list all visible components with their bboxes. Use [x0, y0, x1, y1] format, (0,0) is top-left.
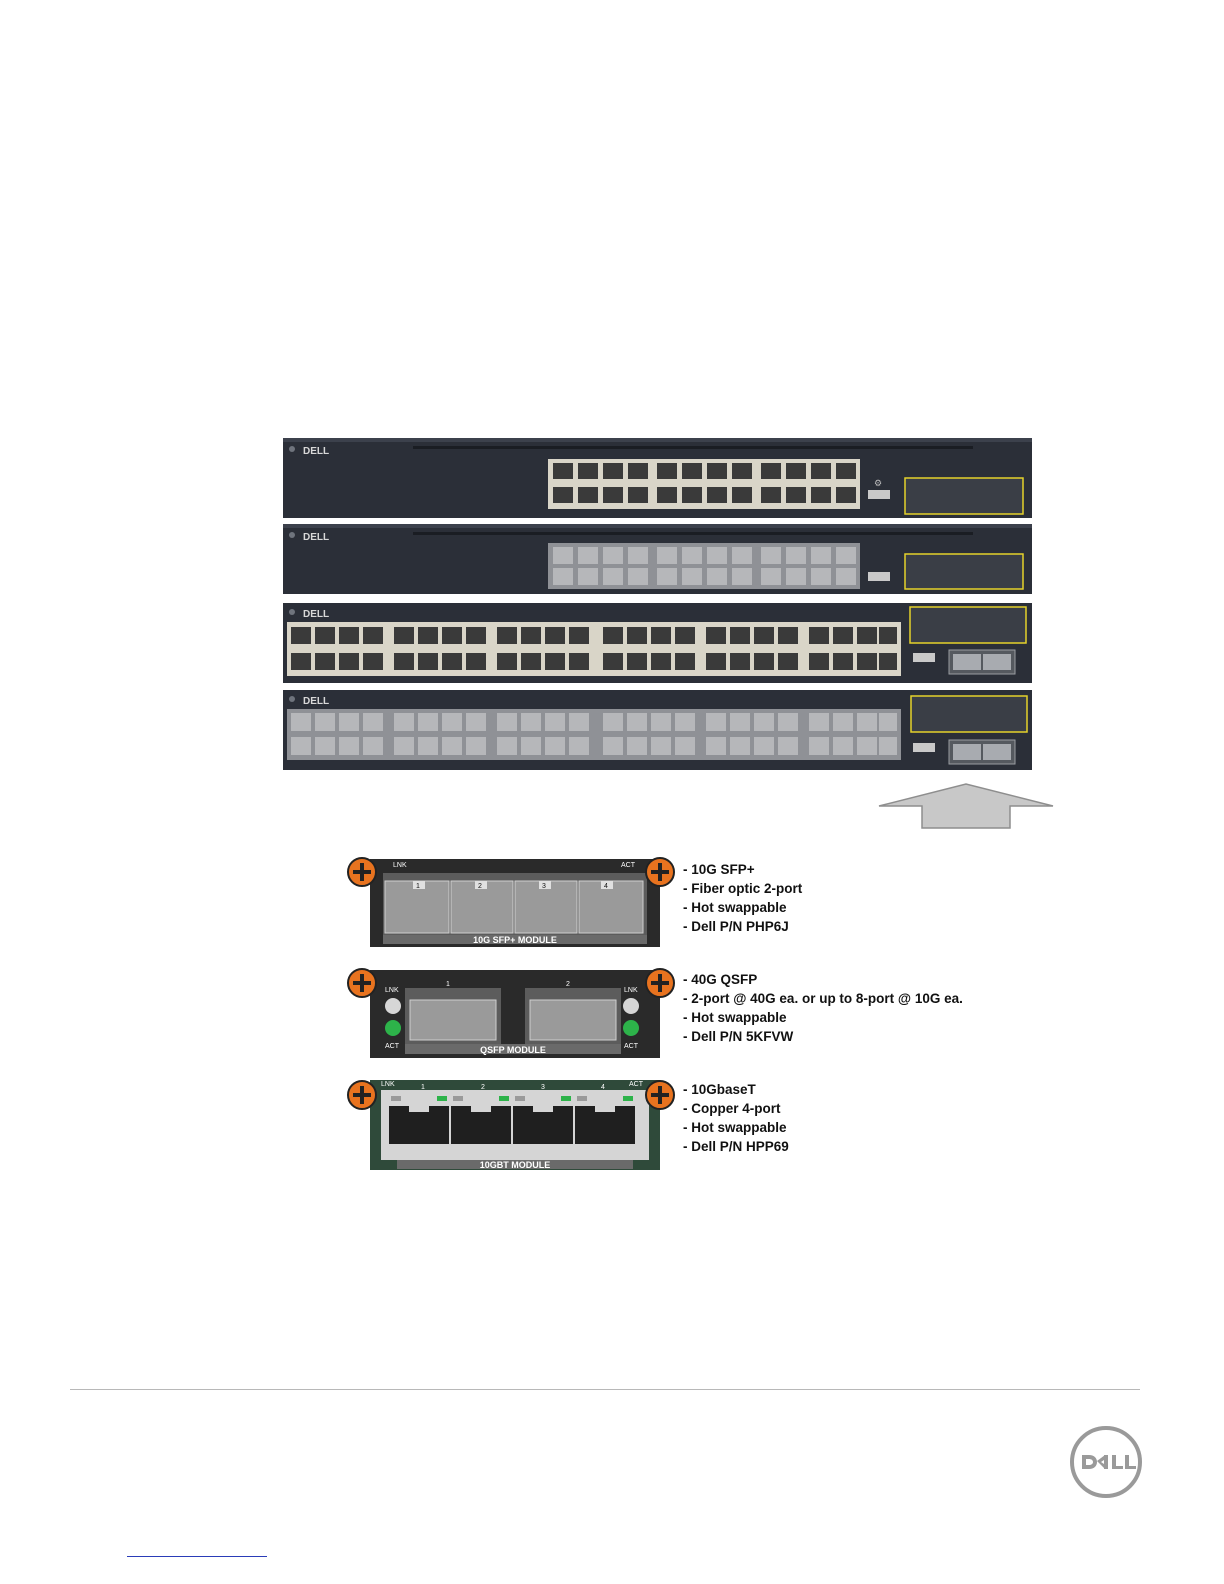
lnk-led-icon: [385, 998, 401, 1014]
svg-text:DELL: DELL: [303, 446, 329, 457]
switch-48-port-sfp: DELL: [283, 690, 1032, 770]
act-led-icon: [385, 1020, 401, 1036]
svg-text:4: 4: [601, 1084, 605, 1091]
description-line: - 10GbaseT: [683, 1082, 756, 1097]
description-line: - Dell P/N 5KFVW: [683, 1029, 794, 1044]
svg-text:LNK: LNK: [385, 987, 399, 994]
qsfp-uplink-ports: [948, 739, 1016, 765]
svg-text:DELL: DELL: [303, 532, 329, 543]
act-led-icon: [623, 1020, 639, 1036]
module-10g-sfp-description: - 10G SFP+ - Fiber optic 2-port - Hot sw…: [683, 860, 802, 936]
svg-text:1: 1: [446, 981, 450, 988]
dell-logo-small: DELL: [289, 696, 329, 707]
svg-text:DELL: DELL: [303, 696, 329, 707]
svg-text:2: 2: [478, 883, 482, 890]
up-arrow-icon: [878, 783, 1054, 834]
dell-logo-small: DELL: [289, 446, 329, 457]
dell-logo-small: DELL: [289, 532, 329, 543]
thumbscrew-icon: [347, 968, 377, 998]
svg-text:LNK: LNK: [381, 1081, 395, 1088]
dell-logo-icon: [1068, 1424, 1144, 1505]
svg-text:1: 1: [421, 1084, 425, 1091]
module-slot-highlight: [904, 553, 1024, 590]
svg-text:DELL: DELL: [303, 609, 329, 620]
svg-text:LNK: LNK: [393, 862, 407, 869]
thumbscrew-icon: [347, 1080, 377, 1110]
vent-holes: [413, 446, 973, 449]
dell-logo-small: DELL: [289, 609, 329, 620]
description-line: - 10G SFP+: [683, 862, 755, 877]
rj45-port-bank: [287, 622, 901, 676]
thumbscrew-icon: [645, 857, 675, 887]
footer-divider: [70, 1389, 1140, 1390]
description-line: - Hot swappable: [683, 1010, 787, 1025]
description-line: - Hot swappable: [683, 1120, 787, 1135]
module-slot-highlight: [910, 695, 1028, 733]
svg-text:3: 3: [542, 883, 546, 890]
sfp-port-bank: [287, 709, 901, 760]
svg-text:2: 2: [481, 1084, 485, 1091]
svg-text:2: 2: [566, 981, 570, 988]
description-line: - Copper 4-port: [683, 1101, 781, 1116]
svg-text:ACT: ACT: [621, 862, 636, 869]
rj45-port-bank: [548, 459, 860, 509]
svg-text:QSFP MODULE: QSFP MODULE: [480, 1045, 546, 1055]
svg-text:ACT: ACT: [624, 1043, 639, 1050]
description-line: - Fiber optic 2-port: [683, 881, 803, 896]
svg-text:1: 1: [416, 883, 420, 890]
usb-console-ports: ⚙: [868, 478, 890, 499]
switch-24-port-copper: DELL ⚙: [283, 438, 1032, 518]
switch-48-port-copper: DELL: [283, 603, 1032, 683]
thumbscrew-icon: [645, 968, 675, 998]
module-qsfp-description: - 40G QSFP - 2-port @ 40G ea. or up to 8…: [683, 970, 963, 1046]
description-line: - Dell P/N PHP6J: [683, 919, 789, 934]
module-slot-highlight: [909, 606, 1027, 644]
qsfp-uplink-ports: [948, 649, 1016, 675]
switch-24-port-sfp: DELL: [283, 524, 1032, 594]
module-slot-highlight: [904, 477, 1024, 515]
svg-text:⚙: ⚙: [874, 478, 882, 488]
sfp-port-bank: [548, 543, 860, 589]
thumbscrew-icon: [347, 857, 377, 887]
module-10gbt: LNK ACT 1 2 3 4 10GBT MODULE: [345, 1076, 685, 1172]
svg-text:10GBT MODULE: 10GBT MODULE: [480, 1160, 551, 1170]
module-10g-sfp: LNK ACT 1 2 3 4 10G SFP+ MODULE: [345, 855, 685, 951]
svg-text:LNK: LNK: [624, 987, 638, 994]
svg-text:10G SFP+ MODULE: 10G SFP+ MODULE: [473, 935, 557, 945]
module-qsfp: 1 2 LNK LNK ACT ACT QSFP MODULE: [345, 966, 685, 1062]
lnk-led-icon: [623, 998, 639, 1014]
thumbscrew-icon: [645, 1080, 675, 1110]
footer-link-underline[interactable]: [127, 1556, 267, 1557]
svg-text:ACT: ACT: [629, 1081, 644, 1088]
description-line: - 2-port @ 40G ea. or up to 8-port @ 10G…: [683, 991, 963, 1006]
svg-text:3: 3: [541, 1084, 545, 1091]
description-line: - 40G QSFP: [683, 972, 758, 987]
description-line: - Hot swappable: [683, 900, 787, 915]
description-line: - Dell P/N HPP69: [683, 1139, 789, 1154]
module-10gbt-description: - 10GbaseT - Copper 4-port - Hot swappab…: [683, 1080, 789, 1156]
svg-text:4: 4: [604, 883, 608, 890]
svg-text:ACT: ACT: [385, 1043, 400, 1050]
